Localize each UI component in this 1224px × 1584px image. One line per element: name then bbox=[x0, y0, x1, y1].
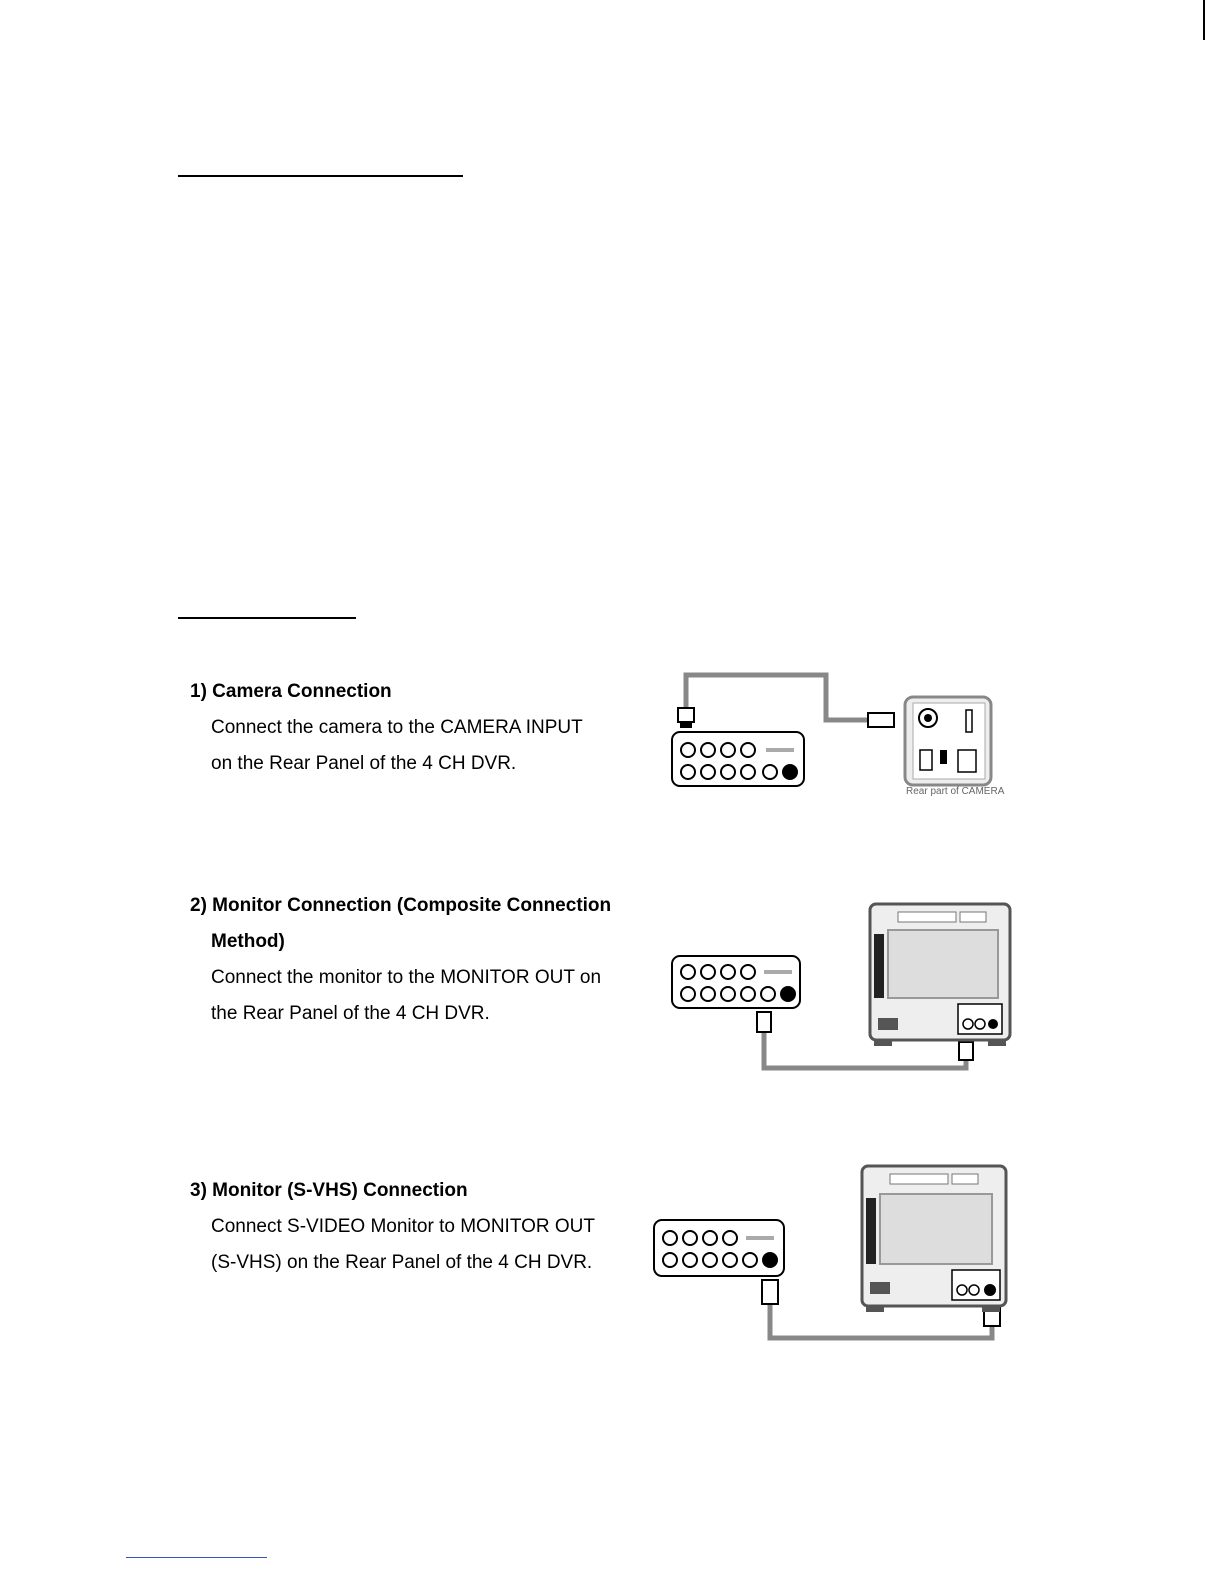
section-text-line: (S-VHS) on the Rear Panel of the 4 CH DV… bbox=[211, 1252, 593, 1273]
diagram-caption: Rear part of CAMERA bbox=[906, 786, 1005, 797]
camera-rear-panel bbox=[903, 695, 993, 787]
dvr-rear-panel bbox=[671, 731, 805, 787]
section-heading: 3) Monitor (S-VHS) Connection bbox=[190, 1180, 468, 1201]
top-right-mark bbox=[1203, 0, 1205, 40]
section-text-line: on the Rear Panel of the 4 CH DVR. bbox=[211, 753, 517, 774]
monitor-composite-diagram bbox=[671, 902, 1012, 1071]
section-text-line: the Rear Panel of the 4 CH DVR. bbox=[211, 1003, 490, 1024]
section-camera-connection: 1) Camera Connection Connect the camera … bbox=[190, 674, 583, 782]
section-heading: 1) Camera Connection bbox=[190, 681, 392, 702]
monitor-svhs-diagram bbox=[653, 1164, 1008, 1341]
section-text-line: Connect the camera to the CAMERA INPUT bbox=[211, 717, 583, 738]
section-text-line: Connect the monitor to the MONITOR OUT o… bbox=[211, 967, 602, 988]
section-monitor-composite: 2) Monitor Connection (Composite Connect… bbox=[190, 888, 611, 1032]
dvr-rear-panel bbox=[653, 1219, 785, 1277]
dvr-rear-panel bbox=[671, 955, 801, 1009]
monitor-rear-panel bbox=[868, 902, 1012, 1046]
heading-rule-top bbox=[178, 175, 463, 177]
section-text-line: Connect S-VIDEO Monitor to MONITOR OUT bbox=[211, 1216, 595, 1237]
camera-connection-diagram: Rear part of CAMERA bbox=[671, 672, 1005, 797]
section-monitor-svhs: 3) Monitor (S-VHS) Connection Connect S-… bbox=[190, 1173, 595, 1281]
heading-rule-middle bbox=[178, 617, 356, 619]
section-heading-continued: Method) bbox=[211, 931, 285, 952]
section-heading: 2) Monitor Connection (Composite Connect… bbox=[190, 895, 612, 916]
footer-rule bbox=[126, 1557, 267, 1558]
monitor-rear-panel bbox=[860, 1164, 1008, 1312]
